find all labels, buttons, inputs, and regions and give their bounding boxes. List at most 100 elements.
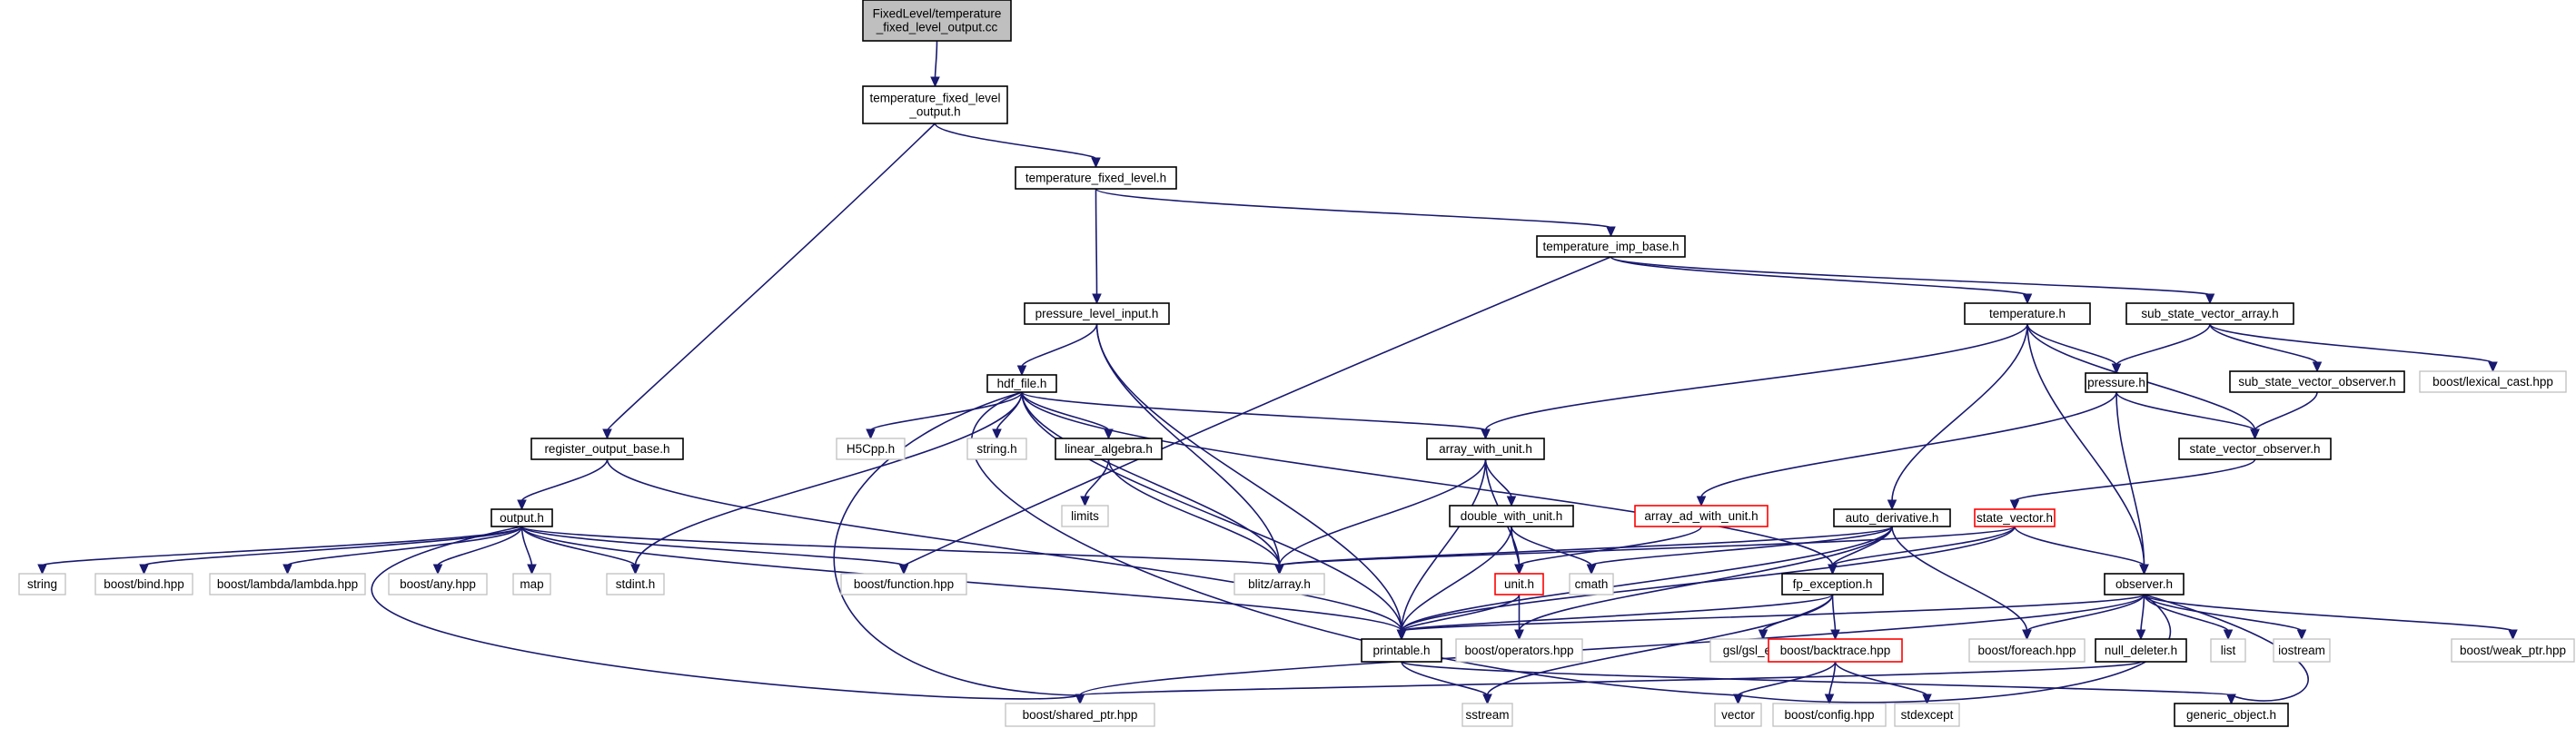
node-sstream[interactable]: sstream [1461,703,1513,727]
node-vector[interactable]: vector [1714,703,1762,727]
node-box [1461,703,1513,727]
edge-tib-to-ssva [1610,256,2211,296]
edge-fpe-to-gsl [1762,594,1834,632]
node-auto-derivative-h[interactable]: auto_derivative.h [1833,508,1951,527]
node-boost-operators-hpp[interactable]: boost/operators.hpp [1455,638,1583,663]
node-box [2210,638,2246,663]
node-box [530,438,684,460]
node-box [836,438,906,460]
node-linear-algebra-h[interactable]: linear_algebra.h [1055,438,1163,460]
edge-tfl-to-pli [1095,188,1098,296]
arrowhead [2312,361,2323,373]
node-iostream[interactable]: iostream [2273,638,2331,663]
node-boost-weak-ptr-hpp[interactable]: boost/weak_ptr.hpp [2451,638,2575,663]
node-stdint-h[interactable]: stdint.h [606,573,665,595]
node-boost-backtrace-hpp[interactable]: boost/backtrace.hpp [1768,638,1903,663]
edge-hdf-to-blitz [1021,391,1281,566]
node-list[interactable]: list [2210,638,2246,663]
node-pressure-h[interactable]: pressure.h [2085,372,2148,393]
node-boost-foreach-hpp[interactable]: boost/foreach.hpp [1968,638,2086,663]
node-boost-any-hpp[interactable]: boost/any.hpp [388,573,488,595]
node-sub-state-vector-array-h[interactable]: sub_state_vector_array.h [2125,302,2294,325]
node-map[interactable]: map [512,573,551,595]
node-label: string [27,577,57,591]
node-temperature-fixed-level-h[interactable]: temperature_fixed_level.h [1015,166,1177,190]
node-boost-config-hpp[interactable]: boost/config.hpp [1772,703,1887,727]
node-fixedlevel-temperature-fixed-level-output-cc[interactable]: FixedLevel/temperature_fixed_level_outpu… [862,0,1012,42]
edge-hdf-to-awu [1021,391,1487,431]
node-sub-state-vector-observer-h[interactable]: sub_state_vector_observer.h [2229,370,2405,393]
edge-ad-to-cmath [1590,526,1893,566]
arrowhead [2204,293,2215,305]
node-output-h[interactable]: output.h [490,508,553,527]
node-box [1536,235,1686,258]
node-state-vector-observer-h[interactable]: state_vector_observer.h [2178,438,2332,460]
node-label: boost/lexical_cast.hpp [2432,375,2553,389]
arrowhead [517,499,527,511]
node-label: temperature.h [1989,307,2066,320]
node-box [2174,703,2289,727]
node-label: boost/operators.hpp [1464,644,1573,657]
edge-bbt-to-stdexcept [1834,661,1928,696]
arrowhead [1274,564,1284,576]
node-blitz-array-h[interactable]: blitz/array.h [1234,573,1325,595]
node-label: sub_state_vector_observer.h [2238,375,2395,389]
node-stdexcept[interactable]: stdexcept [1894,703,1960,727]
node-label: pressure_level_input.h [1035,307,1159,320]
edge-fpe-to-printable [1401,594,1834,632]
node-observer-h[interactable]: observer.h [2104,573,2185,595]
node-box [1015,166,1177,190]
edge-output-to-bbind [143,526,523,566]
edge-awu-to-blitz [1278,458,1487,566]
arrowhead [1514,564,1524,576]
node-state-vector-h[interactable]: state_vector.h [1974,508,2056,527]
node-cmath[interactable]: cmath [1569,573,1614,595]
edge-output-to-bany [437,526,523,566]
node-temperature-fixed-level-output-h[interactable]: temperature_fixed_level_output.h [862,85,1008,124]
node-register-output-base-h[interactable]: register_output_base.h [530,438,684,460]
node-temperature-imp-base-h[interactable]: temperature_imp_base.h [1536,235,1686,258]
edge-unit-to-printable [1401,594,1521,632]
node-label: H5Cpp.h [847,442,895,456]
node-double-with-unit-h[interactable]: double_with_unit.h [1449,505,1574,527]
edge-pli-to-hdf [1021,323,1098,368]
node-box [1234,573,1325,595]
node-null-deleter-h[interactable]: null_deleter.h [2095,638,2187,663]
node-array-with-unit-h[interactable]: array_with_unit.h [1426,438,1545,460]
node-label: stdexcept [1901,708,1954,722]
node-hdf-file-h[interactable]: hdf_file.h [986,374,1057,393]
node-box [1061,505,1109,527]
edge-hdf-to-la [1021,391,1110,431]
node-label: array_with_unit.h [1439,442,1532,456]
arrowhead [1016,365,1027,377]
edge-sv-to-fpe [1831,526,2016,566]
node-boost-lexical-cast-hpp[interactable]: boost/lexical_cast.hpp [2419,370,2567,393]
node-unit-h[interactable]: unit.h [1494,573,1544,595]
node-label: printable.h [1372,644,1430,657]
node-string-h[interactable]: string.h [966,438,1027,460]
arrowhead [2226,694,2236,705]
node-boost-shared-ptr-hpp[interactable]: boost/shared_ptr.hpp [1005,703,1155,727]
node-label: output.h [500,511,544,525]
arrowhead [2022,629,2032,641]
edge-fpe-to-bbt [1831,594,1837,632]
node-generic-object-h[interactable]: generic_object.h [2174,703,2289,727]
node-limits[interactable]: limits [1061,505,1109,527]
node-boost-function-hpp[interactable]: boost/function.hpp [840,573,967,595]
arrowhead [1482,694,1492,705]
edge-output-to-string [41,526,523,566]
node-box [986,374,1057,393]
node-temperature-h[interactable]: temperature.h [1964,302,2091,325]
node-printable-h[interactable]: printable.h [1361,638,1442,663]
node-boost-bind-hpp[interactable]: boost/bind.hpp [94,573,193,595]
node-string[interactable]: string [18,573,66,595]
arrowhead [1758,629,1769,641]
node-label: observer.h [2115,577,2173,591]
node-fp-exception-h[interactable]: fp_exception.h [1781,573,1884,595]
node-array-ad-with-unit-h[interactable]: array_ad_with_unit.h [1634,505,1769,527]
edge-observer-to-go [2144,594,2309,702]
node-boost-lambda-lambda-hpp[interactable]: boost/lambda/lambda.hpp [209,573,366,595]
node-box [862,85,1008,124]
node-pressure-level-input-h[interactable]: pressure_level_input.h [1024,302,1170,325]
node-h5cpp-h[interactable]: H5Cpp.h [836,438,906,460]
